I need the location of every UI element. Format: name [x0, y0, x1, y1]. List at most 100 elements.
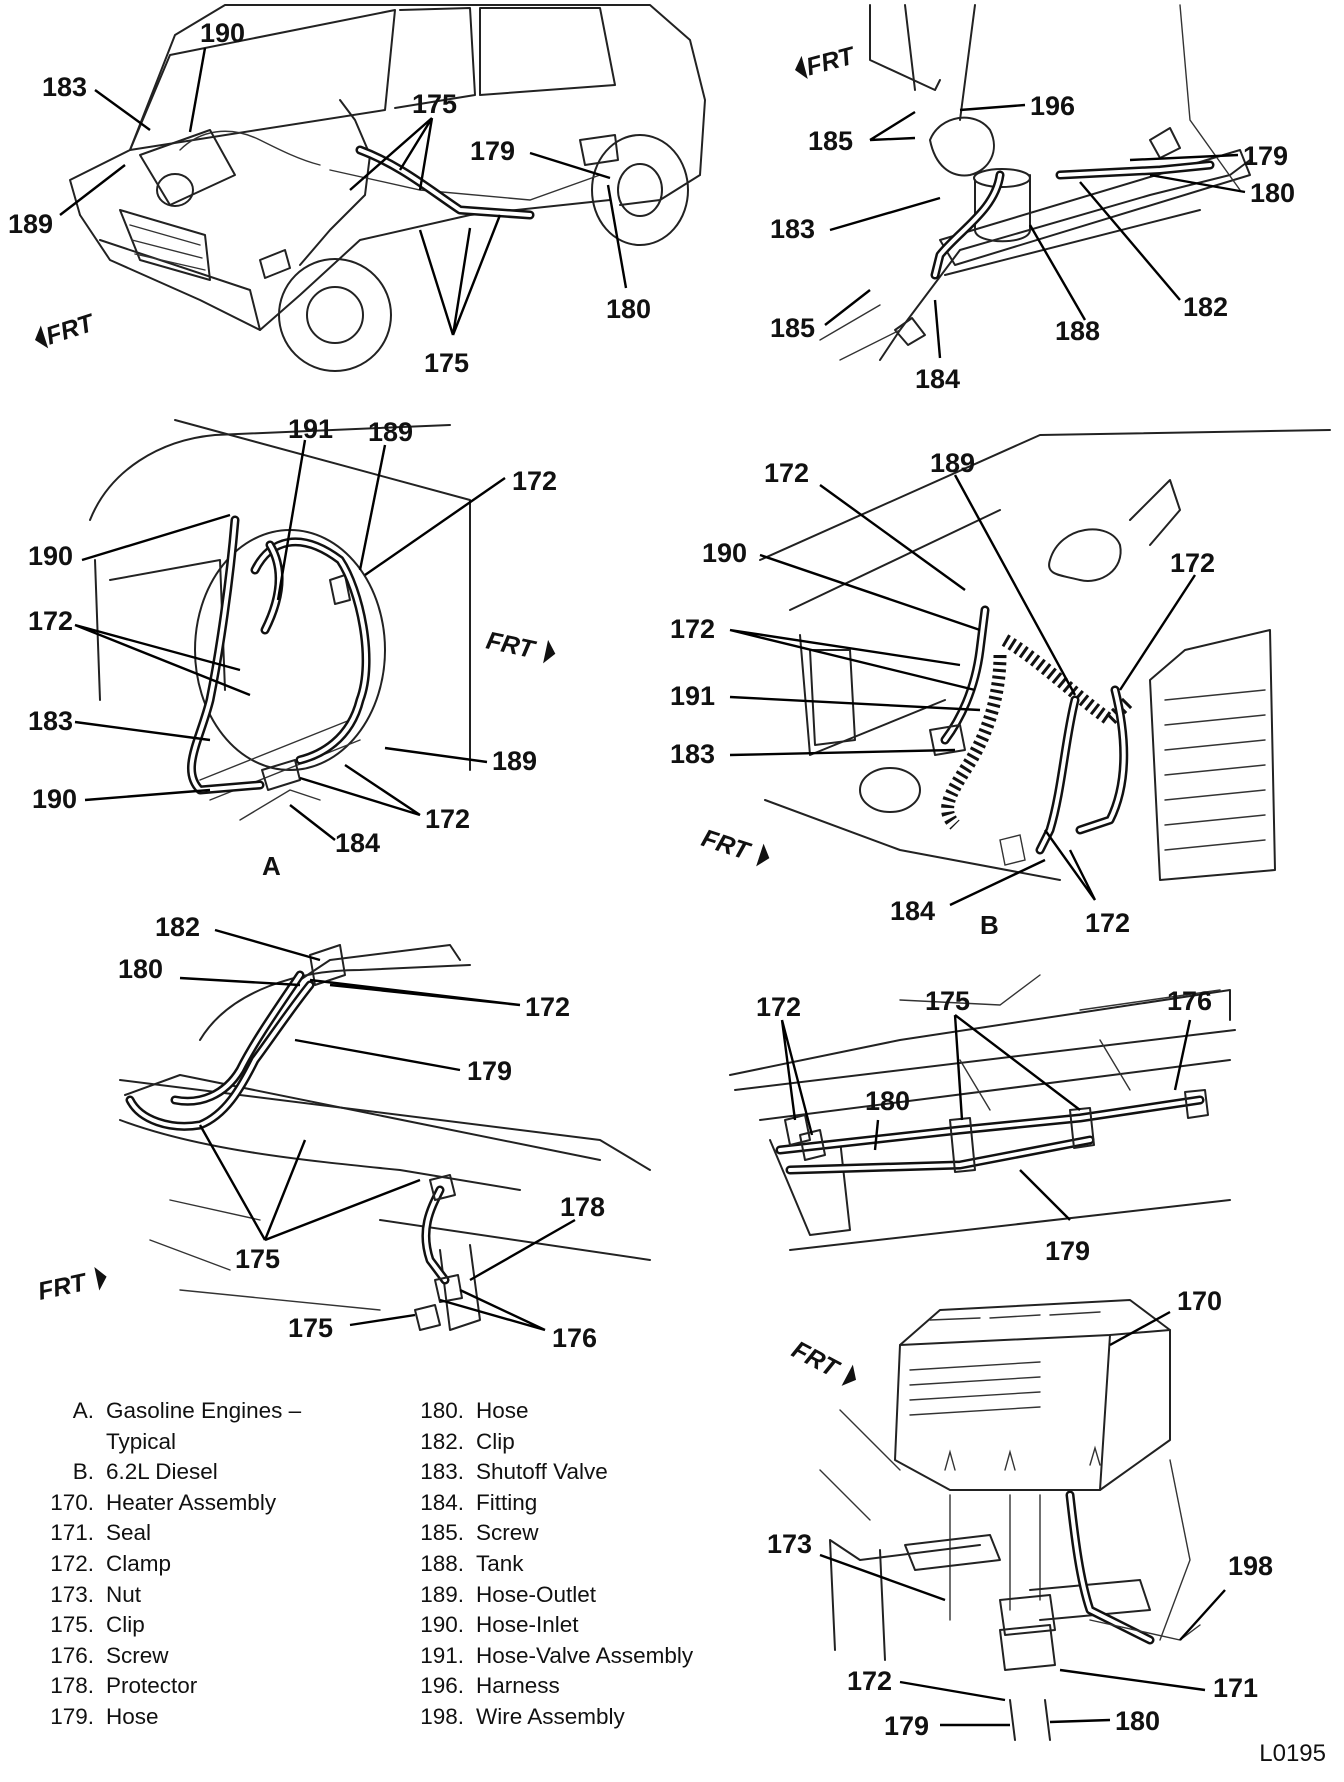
legend-item: 179. Hose — [28, 1702, 388, 1733]
callout-191: 191 — [670, 681, 715, 711]
legend-item: 170.Heater Assembly — [28, 1488, 388, 1519]
legend-item-number: 190. — [420, 1612, 464, 1638]
callout-176: 176 — [1167, 986, 1212, 1016]
panel-heater-assembly: 170 173 198 171 172 179 180 FRT — [767, 1286, 1273, 1741]
callout-leaders — [729, 474, 1197, 907]
callout-172: 172 — [525, 992, 570, 1022]
legend-item-text: Hose-Inlet — [476, 1612, 579, 1638]
legend-item-text: Shutoff Valve — [476, 1459, 608, 1485]
legend-item: 180.Hose — [400, 1396, 800, 1427]
legend-item-text: Hose-Valve Assembly — [476, 1642, 694, 1668]
legend-item-number: 176. — [50, 1642, 94, 1668]
rail-illustration — [729, 974, 1236, 1251]
diesel-illustration — [759, 429, 1331, 881]
callout-172: 172 — [425, 804, 470, 834]
legend-item: 185.Screw — [400, 1518, 800, 1549]
callout-185: 185 — [808, 126, 853, 156]
panel-hose-routing-left: 182 180 172 179 178 175 175 176 FRT — [35, 912, 651, 1353]
callout-leaders — [59, 47, 628, 336]
callout-189: 189 — [930, 448, 975, 478]
legend-item-text: Clip — [476, 1428, 515, 1454]
callout-172: 172 — [512, 466, 557, 496]
front-direction-marker: FRT — [787, 1336, 857, 1386]
svg-text:FRT: FRT — [803, 41, 859, 81]
legend-item: A.Gasoline Engines – — [28, 1396, 388, 1427]
callout-180: 180 — [118, 954, 163, 984]
legend-item-text: Hose — [106, 1703, 159, 1729]
callout-198: 198 — [1228, 1551, 1273, 1581]
callout-183: 183 — [28, 706, 73, 736]
legend-item-number: 198. — [420, 1703, 464, 1729]
view-label-b: B — [980, 910, 999, 940]
callout-172: 172 — [847, 1666, 892, 1696]
callout-183: 183 — [770, 214, 815, 244]
legend-item-text: Wire Assembly — [476, 1703, 625, 1729]
svg-text:FRT: FRT — [484, 626, 540, 664]
front-direction-marker: FRT — [698, 824, 770, 866]
callout-182: 182 — [1183, 292, 1228, 322]
legend-item: 182.Clip — [400, 1427, 800, 1458]
panel-vehicle-overview: 190 183 175 179 189 180 175 FRT — [8, 4, 706, 378]
legend-item-number: B. — [72, 1459, 94, 1485]
legend-item-number: A. — [72, 1398, 94, 1423]
front-direction-marker: FRT — [484, 626, 556, 664]
legend-item: 196. Harness — [400, 1671, 800, 1702]
callout-170: 170 — [1177, 1286, 1222, 1316]
svg-text:FRT: FRT — [35, 1268, 91, 1306]
legend-item-text: Harness — [476, 1673, 560, 1699]
callout-179: 179 — [467, 1056, 512, 1086]
svg-text:FRT: FRT — [698, 824, 755, 866]
callout-175: 175 — [235, 1244, 280, 1274]
legend-item-text: 6.2L Diesel — [106, 1459, 218, 1485]
legend-item: 188.Tank — [400, 1549, 800, 1580]
panel-hose-routing-right: 172 175 176 180 179 — [729, 974, 1236, 1266]
panel-tank-detail: 196 185 179 180 183 182 185 188 184 FRT — [770, 4, 1295, 394]
callout-189: 189 — [368, 417, 413, 447]
legend-item-text: Seal — [106, 1520, 152, 1546]
legend-item-text: Screw — [106, 1642, 169, 1668]
callout-196: 196 — [1030, 91, 1075, 121]
callout-171: 171 — [1213, 1673, 1258, 1703]
legend-item-number: 183. — [420, 1459, 464, 1485]
legend-item: 190. Hose-Inlet — [400, 1610, 800, 1641]
engine-illustration — [89, 419, 471, 821]
legend-item: 191.Hose-Valve Assembly — [400, 1641, 800, 1672]
legend-item-text: Clip — [106, 1612, 145, 1638]
callout-180: 180 — [1115, 1706, 1160, 1736]
callout-176: 176 — [552, 1323, 597, 1353]
svg-text:FRT: FRT — [42, 308, 99, 350]
legend-item: 198. Wire Assembly — [400, 1702, 800, 1733]
legend-item-number: 172. — [50, 1550, 94, 1576]
callout-172: 172 — [28, 606, 73, 636]
frame-illustration — [119, 944, 651, 1331]
legend-item-text: Heater Assembly — [106, 1489, 277, 1515]
legend-item-text: Screw — [476, 1520, 539, 1546]
front-direction-marker: FRT — [35, 308, 99, 351]
legend-item-text: Hose — [476, 1398, 529, 1423]
callout-190: 190 — [702, 538, 747, 568]
legend-item-number: 173. — [50, 1581, 94, 1607]
legend-item-number: 178. — [50, 1673, 94, 1699]
legend-item-number: 179. — [50, 1703, 94, 1729]
legend-item-text: Tank — [476, 1550, 524, 1576]
callout-leaders — [780, 1014, 1192, 1221]
callout-173: 173 — [767, 1529, 812, 1559]
callout-184: 184 — [335, 828, 380, 858]
legend-item-text: Typical — [106, 1428, 177, 1454]
callout-180: 180 — [1250, 178, 1295, 208]
callout-184: 184 — [890, 896, 935, 926]
legend-item-text: Nut — [106, 1581, 142, 1607]
callout-185: 185 — [770, 313, 815, 343]
legend-item: 172.Clamp — [28, 1549, 388, 1580]
front-direction-marker: FRT — [35, 1266, 107, 1306]
legend-item-number: 196. — [420, 1673, 464, 1699]
callout-180: 180 — [865, 1086, 910, 1116]
callout-175: 175 — [412, 89, 457, 119]
view-label-a: A — [262, 851, 281, 881]
callout-190: 190 — [32, 784, 77, 814]
legend-item-text: Protector — [106, 1673, 198, 1699]
callout-172: 172 — [1170, 548, 1215, 578]
